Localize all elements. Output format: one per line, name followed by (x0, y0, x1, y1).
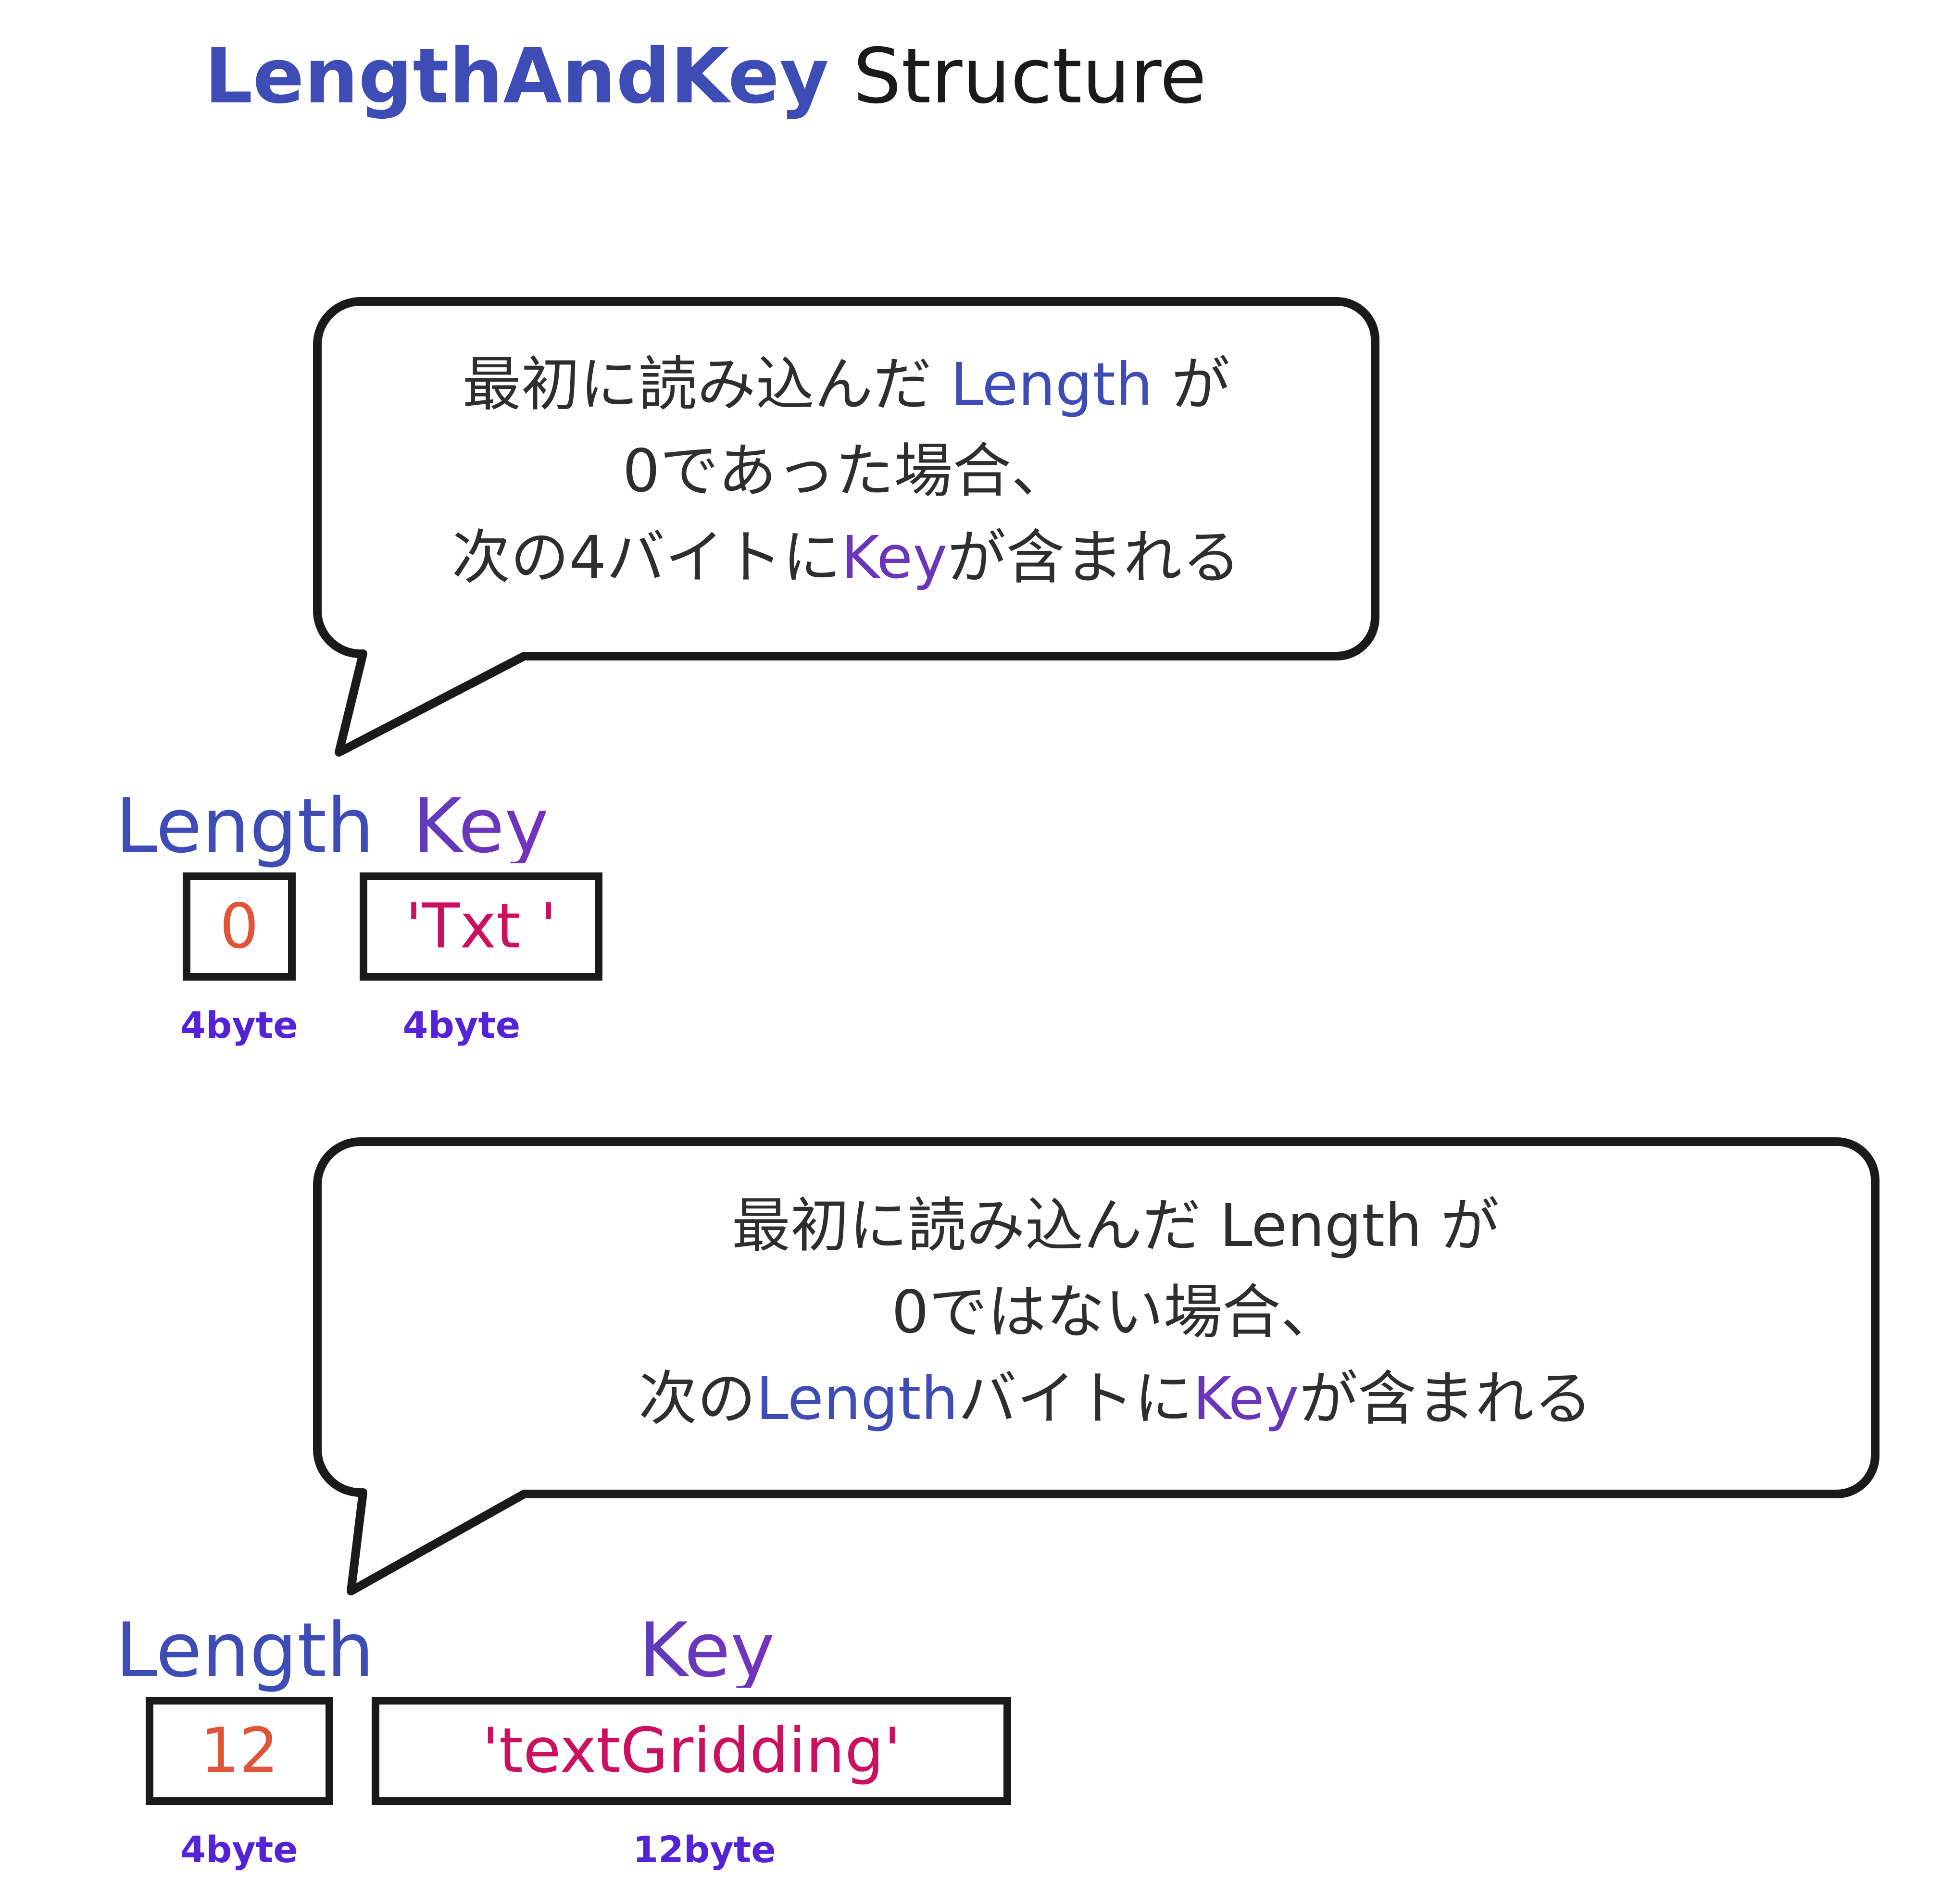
bubble-zero-line3-suffix: が含まれる (947, 523, 1241, 592)
bubble-zero-line3: 次の4バイトにKeyが含まれる (317, 514, 1375, 601)
length-size-zero: 4byte (180, 1004, 298, 1046)
speech-bubble-nonzero (313, 1137, 1879, 1595)
key-label-nonzero: Key (606, 1613, 808, 1688)
page-title: LengthAndKey Structure (204, 38, 1206, 114)
speech-bubble-zero (313, 297, 1379, 757)
bubble-nonzero-line3: 次のLengthバイトにKeyが含まれる (500, 1356, 1731, 1442)
key-size-zero: 4byte (402, 1004, 521, 1046)
bubble-nonzero-line3-prefix: 次の (639, 1365, 756, 1433)
title-structure-name: LengthAndKey (204, 32, 829, 121)
key-field-textgridding: 'textGridding' (372, 1697, 1011, 1805)
title-suffix: Structure (829, 32, 1207, 121)
length-field-zero: 0 (183, 872, 296, 981)
key-size-nonzero: 12byte (633, 1828, 776, 1871)
bubble-nonzero-length-term: Length (756, 1365, 958, 1433)
bubble-zero-key-term: Key (841, 523, 948, 592)
bubble-nonzero-line3-suffix: が含まれる (1299, 1365, 1592, 1433)
bubble-zero-line1: 最初に読み込んだ Length が (317, 341, 1375, 428)
bubble-zero-length-term: Length (950, 350, 1153, 419)
bubble-zero-line1-suffix: が (1153, 350, 1230, 419)
bubble-nonzero-key-term: Key (1192, 1365, 1299, 1433)
length-label-zero: Length (115, 782, 375, 870)
length-field-twelve: 12 (146, 1697, 333, 1805)
bubble-nonzero-line3-middle: バイトに (958, 1365, 1193, 1433)
length-label-nonzero: Length (115, 1606, 375, 1694)
length-size-nonzero: 4byte (180, 1828, 298, 1871)
bubble-zero-line2: 0であった場合、 (622, 437, 1070, 505)
bubble-zero-line1-prefix: 最初に読み込んだ (462, 350, 951, 419)
bubble-text-nonzero: 最初に読み込んだ Length が 0ではない場合、 次のLengthバイトにK… (500, 1182, 1731, 1442)
bubble-nonzero-line1: 最初に読み込んだ Length が (731, 1192, 1500, 1260)
key-field-txt: 'Txt ' (360, 872, 602, 981)
bubble-zero-line3-prefix: 次の4バイトに (451, 523, 841, 592)
key-label-zero: Key (385, 788, 577, 863)
bubble-text-zero: 最初に読み込んだ Length が 0であった場合、 次の4バイトにKeyが含ま… (317, 341, 1375, 601)
bubble-nonzero-line2: 0ではない場合、 (891, 1278, 1340, 1346)
